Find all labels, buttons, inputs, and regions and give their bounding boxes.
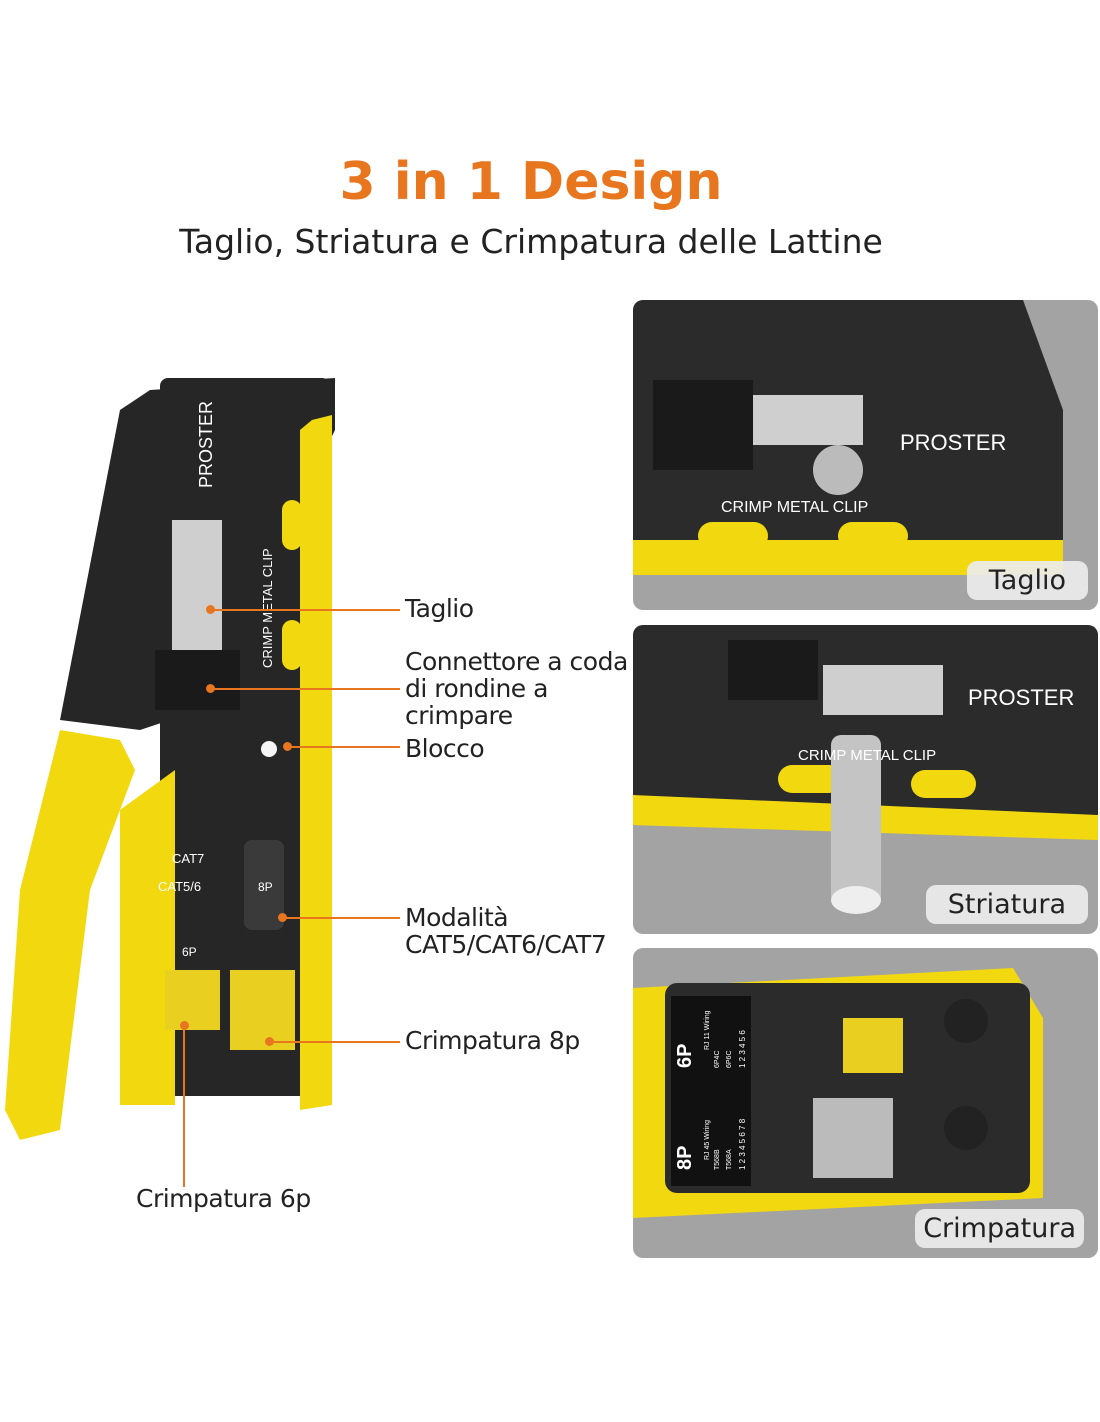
die-8p: [230, 970, 295, 1050]
callout-connettore-line2: di rondine a: [405, 674, 548, 703]
yellow-grip: [5, 730, 135, 1140]
6p6c-label: 6P6C: [726, 1050, 733, 1068]
panel-label-striatura: Striatura: [925, 885, 1088, 924]
crimping-tool-illustration: PROSTER CRIMP METAL CLIP CAT7 CAT5/6 8P …: [5, 378, 335, 1140]
tool-clip-label: CRIMP METAL CLIP: [260, 548, 275, 668]
callout-connettore-line3: crimpare: [405, 701, 513, 730]
yellow-slot: [282, 500, 302, 550]
die-6p: [165, 970, 220, 1030]
yellow-lower-jaw: [120, 770, 175, 1105]
callout-connettore-line1: Connettore a coda: [405, 647, 628, 676]
rj11-label: RJ 11 Wiring: [704, 1010, 711, 1050]
panel-brand: PROSTER: [968, 685, 1074, 710]
callout-modalita-line1: Modalità: [405, 903, 509, 932]
page-subtitle: Taglio, Striatura e Crimpatura delle Lat…: [179, 222, 883, 261]
callout-line: [269, 1041, 400, 1043]
taglio-photo: PROSTER CRIMP METAL CLIP: [633, 300, 1063, 575]
lock-hole: [261, 741, 277, 757]
6p4c-label: 6P4C: [714, 1050, 721, 1068]
wiring-6p: 6P: [674, 1044, 696, 1068]
striatura-photo: PROSTER CRIMP METAL CLIP: [633, 625, 1098, 914]
8p-label: 8P: [258, 880, 273, 894]
t568a-label: T568A: [726, 1149, 733, 1170]
blade: [172, 520, 222, 650]
callout-crimp-6p: Crimpatura 6p: [136, 1184, 311, 1213]
callout-line: [210, 688, 400, 690]
mode-switch: [244, 840, 284, 930]
cat7-label: CAT7: [172, 851, 204, 866]
dovetail-die: [155, 650, 240, 710]
callout-line: [210, 609, 400, 611]
callout-line: [183, 1025, 185, 1187]
panel-clip-label: CRIMP METAL CLIP: [721, 499, 868, 516]
6p-label: 6P: [182, 945, 197, 959]
callout-modalita: Modalità CAT5/CAT6/CAT7: [405, 903, 607, 959]
callout-line: [287, 746, 400, 748]
panel-crimpatura: 6P 8P RJ 11 Wiring RJ 45 Wiring 6P4C 6P6…: [633, 948, 1098, 1258]
callout-modalita-line2: CAT5/CAT6/CAT7: [405, 930, 607, 959]
panel-label-crimpatura: Crimpatura: [915, 1209, 1084, 1248]
callout-line: [282, 917, 400, 919]
callout-blocco: Blocco: [405, 734, 485, 763]
crimpatura-photo: 6P 8P RJ 11 Wiring RJ 45 Wiring 6P4C 6P6…: [633, 968, 1043, 1218]
page-title: 3 in 1 Design: [339, 152, 723, 212]
panel-brand: PROSTER: [900, 430, 1006, 455]
panel-taglio: PROSTER CRIMP METAL CLIP Taglio: [633, 300, 1098, 610]
wiring-8p: 8P: [674, 1146, 696, 1170]
pin-numbers-6: 1 2 3 4 5 6: [738, 1030, 747, 1068]
rj45-label: RJ 45 Wiring: [704, 1120, 711, 1160]
callout-taglio: Taglio: [405, 594, 474, 623]
t568b-label: T568B: [714, 1149, 721, 1170]
pin-numbers-8: 1 2 3 4 5 6 7 8: [738, 1118, 747, 1170]
panel-label-taglio: Taglio: [966, 561, 1088, 600]
panel-clip-label: CRIMP METAL CLIP: [798, 747, 936, 764]
panel-striatura: PROSTER CRIMP METAL CLIP Striatura: [633, 625, 1098, 934]
yellow-slot: [282, 620, 302, 670]
callout-connettore: Connettore a coda di rondine a crimpare: [405, 648, 628, 729]
cat56-label: CAT5/6: [158, 879, 201, 894]
yellow-side: [300, 415, 332, 1110]
tool-brand: PROSTER: [196, 401, 216, 488]
callout-crimp-8p: Crimpatura 8p: [405, 1026, 580, 1055]
